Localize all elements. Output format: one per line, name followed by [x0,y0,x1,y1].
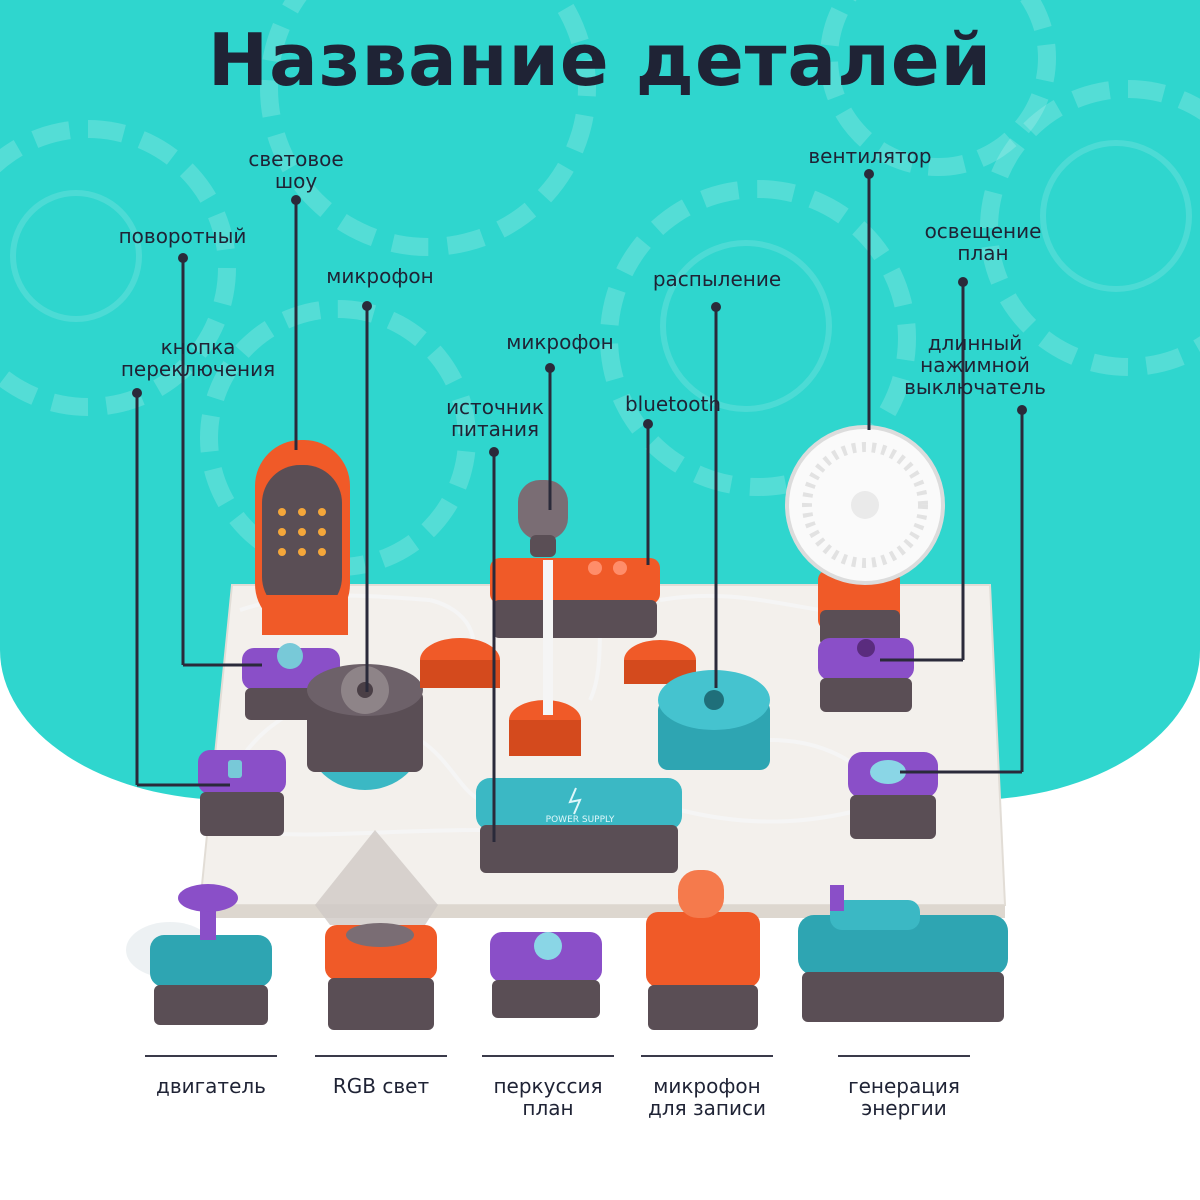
underline-energy [838,1055,970,1057]
bluetooth-module [490,558,660,638]
page-title: Название деталей [207,18,993,102]
microphone-stick-module [518,480,568,715]
label-bluetooth: bluetooth [624,392,722,416]
label-rotary: поворотный [118,224,247,248]
switch-button-module [198,750,286,836]
label-microphone-1: микрофон [326,264,434,288]
power-supply-text: POWER SUPPLY [546,815,615,825]
gear-decoration [1040,140,1192,292]
underline-percussion [482,1055,614,1057]
label-rgb: RGB свет [332,1074,430,1098]
long-switch-module [848,752,938,839]
spray-module [658,670,770,770]
fan-module [785,425,945,646]
label-microphone-2: микрофон [506,330,614,354]
light-show-module [255,440,350,635]
label-fan: вентилятор [808,144,932,168]
bottom-energy [798,885,1008,1022]
bracket-piece [315,830,438,925]
light-plan-module [818,638,914,712]
label-spray: распыление [652,267,782,291]
bottom-percussion [490,932,602,1018]
gear-decoration [660,240,832,412]
microphone-speaker-module [307,664,423,790]
bottom-motor [126,884,272,1025]
bottom-rgb [325,923,437,1030]
orange-buttons [420,638,696,756]
label-motor: двигатель [156,1074,266,1098]
underline-rgb [315,1055,447,1057]
underline-motor [145,1055,277,1057]
power-supply-module: POWER SUPPLY [476,778,682,873]
gear-decoration [10,190,142,322]
underline-record-mic [641,1055,773,1057]
bottom-record-mic [646,870,760,1030]
